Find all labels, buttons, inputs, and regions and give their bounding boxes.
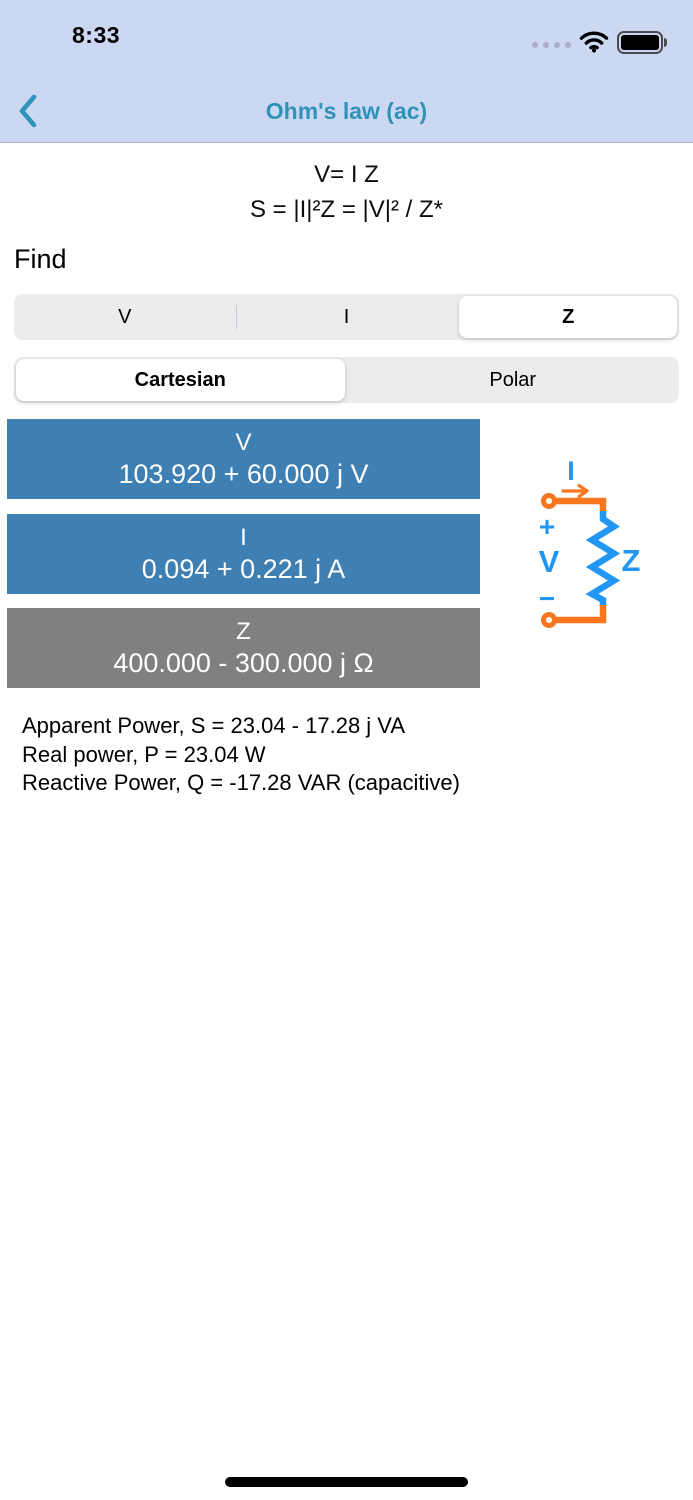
- wifi-icon: [579, 31, 608, 53]
- top-wire: [554, 497, 607, 513]
- minus-label: −: [539, 583, 555, 614]
- impedance-resistor: [585, 511, 621, 605]
- quantity-value: 103.920 + 60.000 j V: [118, 458, 369, 489]
- quantity-value: 400.000 - 300.000 j Ω: [113, 647, 374, 678]
- cellular-signal-icon: [531, 42, 571, 48]
- selected-segment-thumb: [16, 359, 345, 401]
- formula-line1: V= I Z: [314, 161, 379, 188]
- selected-segment-thumb: [459, 296, 677, 338]
- top-terminal: [541, 493, 557, 509]
- current-arrow-icon: [561, 483, 589, 499]
- voltage-value-button[interactable]: V 103.920 + 60.000 j V: [7, 419, 480, 499]
- formula-line2: S = |I|²Z = |V|² / Z*: [250, 196, 443, 223]
- power-results: Apparent Power, S = 23.04 - 17.28 j VA R…: [22, 712, 460, 798]
- segment-i[interactable]: I: [343, 305, 350, 328]
- home-indicator[interactable]: [225, 1477, 468, 1487]
- reactive-power-line: Reactive Power, Q = -17.28 VAR (capaciti…: [22, 770, 460, 795]
- status-time: 8:33: [72, 22, 121, 48]
- segment-z[interactable]: Z: [562, 305, 575, 328]
- quantity-name: I: [240, 523, 247, 551]
- plus-label: +: [539, 511, 555, 542]
- segment-polar[interactable]: Polar: [489, 368, 537, 391]
- current-label: I: [567, 456, 575, 486]
- quantity-name: V: [235, 428, 252, 456]
- voltage-label: V: [539, 544, 560, 579]
- find-label: Find: [14, 244, 67, 274]
- impedance-result-button[interactable]: Z 400.000 - 300.000 j Ω: [7, 608, 480, 688]
- page-title: Ohm's law (ac): [265, 98, 428, 124]
- segment-cartesian[interactable]: Cartesian: [134, 368, 226, 391]
- find-segmented-control: V I Z: [14, 294, 679, 340]
- segment-v[interactable]: V: [118, 305, 132, 328]
- quantity-name: Z: [236, 617, 251, 645]
- quantity-value: 0.094 + 0.221 j A: [141, 553, 346, 584]
- impedance-label: Z: [622, 543, 641, 578]
- status-icons: [531, 28, 667, 54]
- current-value-button[interactable]: I 0.094 + 0.221 j A: [7, 514, 480, 594]
- back-button[interactable]: [14, 92, 42, 132]
- bottom-terminal: [541, 612, 557, 628]
- segment-divider: [235, 305, 237, 329]
- circuit-diagram: I + V − Z: [539, 456, 641, 628]
- real-power-line: Real power, P = 23.04 W: [22, 741, 266, 767]
- apparent-power-line: Apparent Power, S = 23.04 - 17.28 j VA: [22, 713, 406, 738]
- battery-icon: [616, 30, 667, 54]
- format-segmented-control: Cartesian Polar: [14, 357, 679, 403]
- header-bar: 8:33 Ohm's law (ac): [0, 0, 693, 143]
- bottom-wire: [554, 603, 607, 624]
- chevron-left-icon: [19, 94, 37, 127]
